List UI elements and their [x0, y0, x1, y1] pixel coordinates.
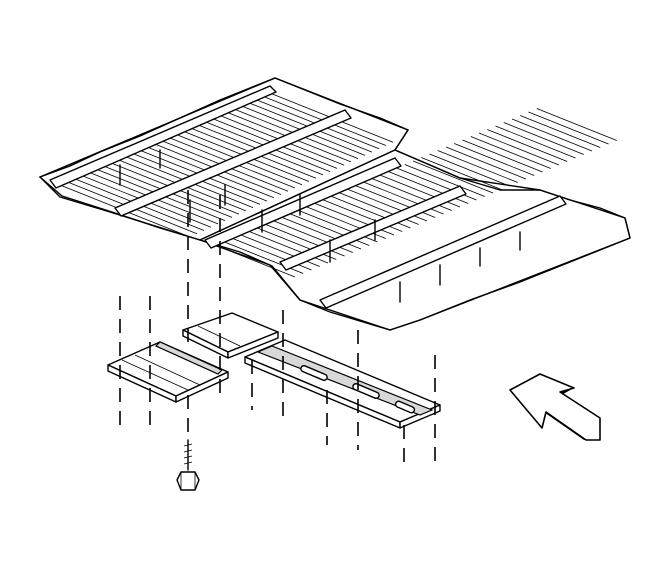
floor-rib [412, 160, 494, 194]
floor-rib [487, 129, 568, 162]
front-support-bracket [107, 341, 229, 403]
floor-rib [520, 115, 601, 148]
alignment-dash-lines [119, 190, 436, 462]
crossmember-rails [49, 85, 567, 309]
crossmember-rail-2 [114, 109, 352, 217]
front-of-vehicle-arrow [509, 373, 601, 441]
floor-rib [262, 89, 394, 143]
floor-rib [421, 157, 502, 190]
floor-panel-right-edge [394, 129, 631, 321]
crossmember-rail-1 [49, 85, 277, 189]
floor-rib [404, 164, 485, 197]
rear-support-bracket [244, 339, 441, 429]
floor-rib [470, 136, 551, 169]
support-brackets [107, 312, 441, 429]
floor-rib [495, 125, 576, 159]
floor-rib [503, 122, 584, 155]
crossmember-rail-3 [204, 157, 402, 249]
crossmember-rail-4 [279, 185, 467, 271]
floor-rib [511, 118, 593, 152]
floor-rib [454, 143, 535, 176]
floor-panel-assembly [39, 77, 631, 331]
floor-rib [445, 146, 527, 180]
floor-rib [528, 111, 609, 145]
floor-rib [429, 153, 510, 187]
floor-rib [536, 108, 617, 141]
floor-rib [478, 132, 560, 166]
rail-support-posts [119, 149, 521, 303]
floor-panel-rear-edge [39, 77, 409, 178]
middle-support-bracket [182, 312, 279, 359]
crossmember-rail-5 [319, 195, 567, 309]
floor-rib [462, 139, 543, 173]
floor-rib [437, 150, 518, 183]
bolt [176, 439, 200, 491]
floor-rib [214, 244, 296, 278]
floor-panel-front-edge [39, 176, 421, 331]
